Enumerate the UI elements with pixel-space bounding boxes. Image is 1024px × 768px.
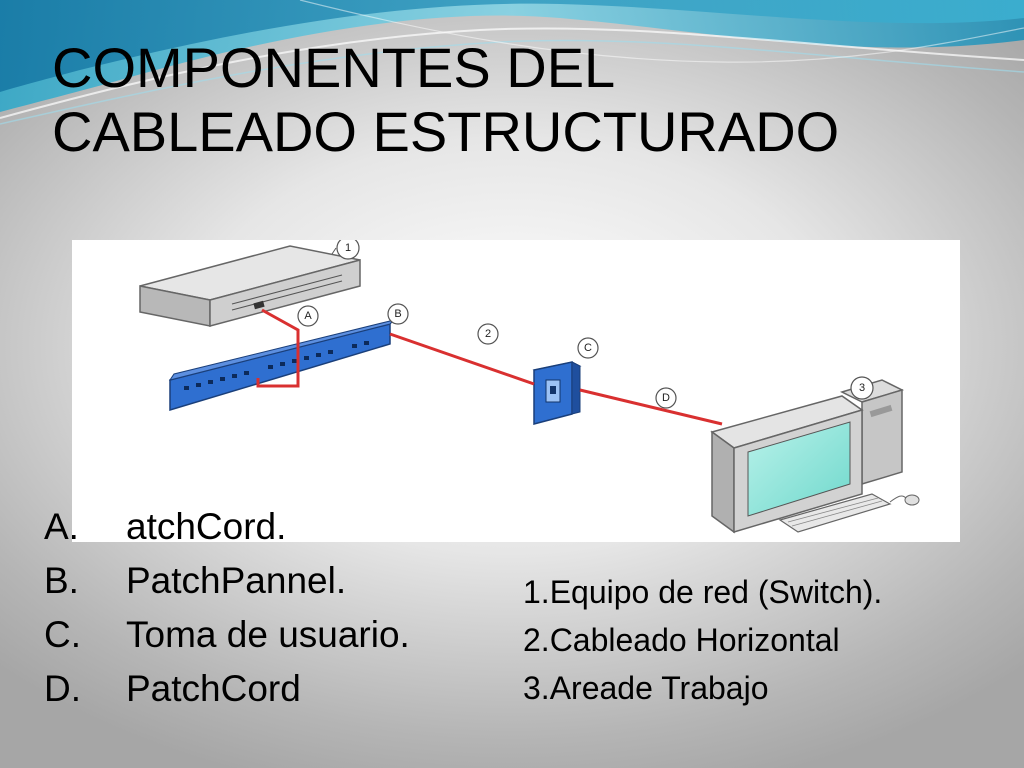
mouse (904, 494, 920, 506)
callout-1: 1 (331, 240, 360, 260)
letter-marker-c: C. (44, 614, 81, 655)
callout-3: 3 (850, 376, 874, 400)
callout-2-label: 2 (485, 328, 491, 340)
number-item-1: 1.Equipo de red (Switch). (523, 574, 883, 610)
cable-a (256, 308, 300, 388)
title-line-1: COMPONENTES DEL (52, 36, 616, 99)
computer-monitor (710, 395, 864, 534)
component-letter-list: A. atchCord. B. PatchPannel. C. Toma de … (44, 500, 410, 716)
letter-item-b: B. PatchPannel. (44, 554, 410, 608)
cable-2-horizontal (389, 332, 535, 386)
letter-text-c: Toma de usuario. (126, 614, 410, 655)
wall-outlet (532, 361, 582, 425)
patch-panel (168, 319, 396, 412)
number-item-3: 3.Areade Trabajo (523, 670, 769, 706)
header-wave-decoration (0, 0, 1024, 125)
callout-d: D (655, 387, 677, 409)
component-number-list: 1.Equipo de red (Switch). 2.Cableado Hor… (523, 568, 882, 712)
callout-b: B (387, 303, 409, 325)
letter-marker-b: B. (44, 560, 79, 601)
letter-item-c: C. Toma de usuario. (44, 608, 410, 662)
slide-title: COMPONENTES DEL CABLEADO ESTRUCTURADO (52, 36, 992, 164)
letter-item-a: A. atchCord. (44, 500, 410, 554)
callout-b-label: B (394, 308, 401, 320)
letter-text-a: atchCord. (126, 506, 287, 547)
keyboard (778, 493, 892, 533)
title-line-2: CABLEADO ESTRUCTURADO (52, 100, 840, 163)
callout-2: 2 (477, 323, 499, 345)
network-diagram-svg: 1 A B 2 C D 3 (139, 240, 920, 534)
callout-3-label: 3 (859, 382, 865, 394)
network-diagram: 1 A B 2 C D 3 (72, 240, 960, 542)
letter-marker-a: A. (44, 506, 79, 547)
callout-d-label: D (662, 392, 670, 404)
letter-text-d: PatchCord (126, 668, 301, 709)
letter-marker-d: D. (44, 668, 81, 709)
cable-d (579, 388, 723, 426)
callout-a-label: A (304, 310, 312, 322)
number-item-2: 2.Cableado Horizontal (523, 622, 840, 658)
callout-a: A (297, 305, 319, 327)
callout-c: C (577, 337, 599, 359)
computer-workstation (710, 379, 920, 534)
switch-device (139, 245, 361, 327)
callout-c-label: C (584, 342, 592, 354)
letter-text-b: PatchPannel. (126, 560, 347, 601)
callout-1-label: 1 (345, 242, 351, 254)
letter-item-d: D. PatchCord (44, 662, 410, 716)
